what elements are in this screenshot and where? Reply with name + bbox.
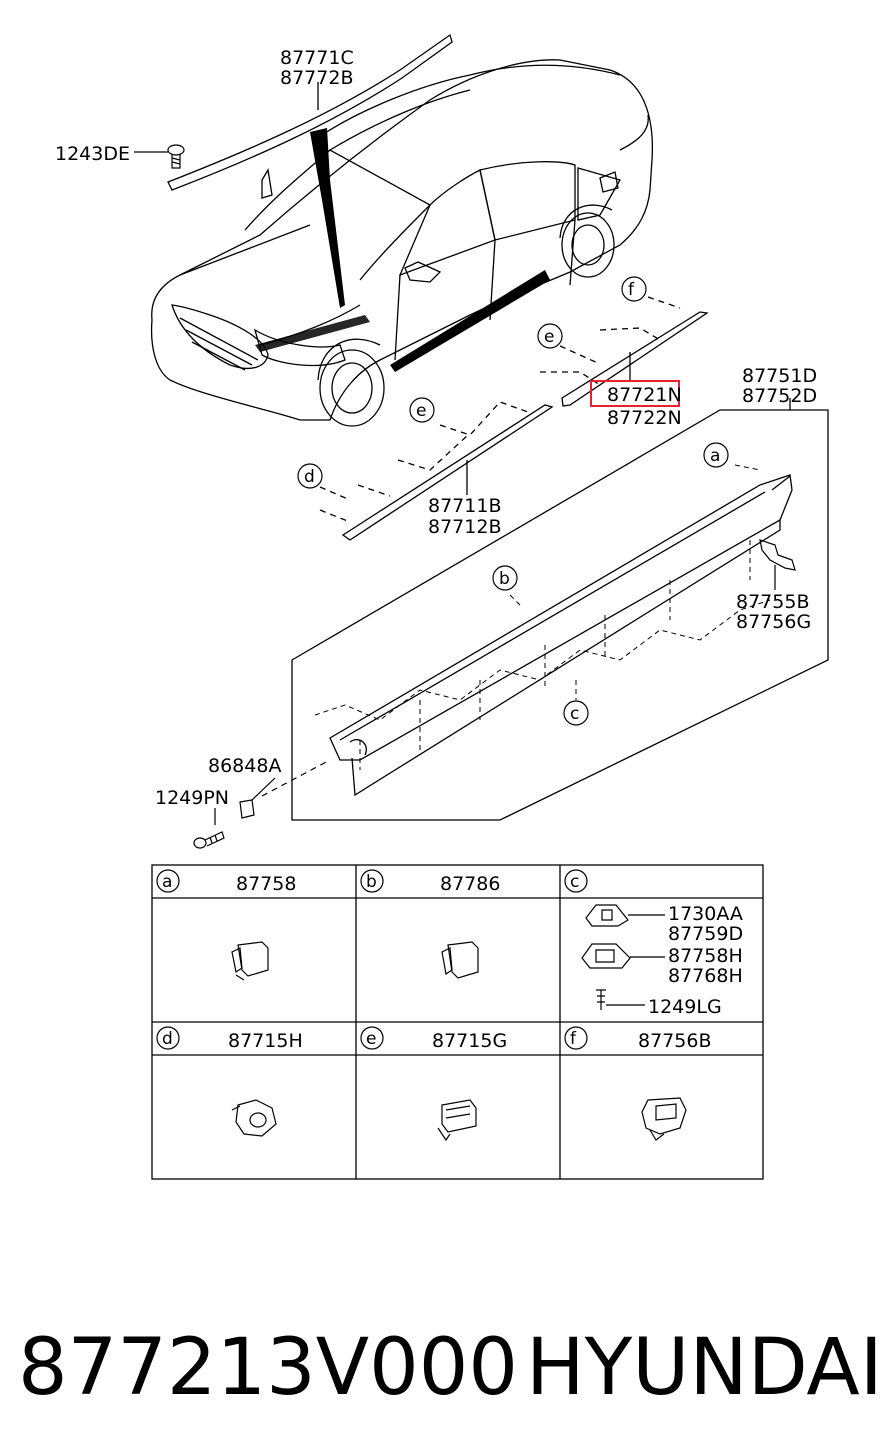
label-87711b: 87711B bbox=[428, 495, 501, 517]
clip-86848a bbox=[239, 759, 331, 819]
table-letter-b: b bbox=[366, 872, 377, 892]
callout-f-upper-letter: f bbox=[628, 280, 635, 300]
callout-e-lower bbox=[409, 397, 435, 423]
callout-d-letter: d bbox=[304, 467, 315, 487]
callout-e-upper-letter: e bbox=[544, 327, 554, 347]
side-sill-frame bbox=[291, 398, 829, 821]
label-87756g: 87756G bbox=[736, 611, 811, 633]
label-87751d: 87751D bbox=[742, 365, 817, 387]
footer-brand: HYUNDAI bbox=[526, 1323, 883, 1413]
table-part-87715h: 87715H bbox=[228, 1030, 303, 1052]
table-callout-c bbox=[564, 869, 588, 893]
table-letter-c: c bbox=[570, 872, 579, 892]
label-1243de: 1243DE bbox=[55, 143, 130, 165]
c-part-87759d: 87759D bbox=[668, 923, 743, 945]
label-87712b: 87712B bbox=[428, 516, 501, 538]
table-callout-e bbox=[360, 1026, 384, 1050]
callout-c-letter: c bbox=[570, 704, 579, 724]
c-part-87768h: 87768H bbox=[668, 965, 743, 987]
table-letter-d: d bbox=[162, 1029, 173, 1049]
c-part-1249lg: 1249LG bbox=[648, 996, 722, 1018]
callout-a-letter: a bbox=[710, 446, 720, 466]
roof-molding bbox=[167, 33, 453, 191]
table-part-87758: 87758 bbox=[236, 873, 296, 895]
label-87722n: 87722N bbox=[607, 407, 682, 429]
table-callout-f bbox=[564, 1026, 588, 1050]
table-part-87715g: 87715G bbox=[432, 1030, 507, 1052]
callout-e-upper bbox=[537, 323, 563, 349]
label-1249pn: 1249PN bbox=[155, 787, 229, 809]
callout-d bbox=[297, 463, 323, 489]
label-87755b: 87755B bbox=[736, 591, 809, 613]
table-callout-d bbox=[156, 1026, 180, 1050]
table-part-87756b: 87756B bbox=[638, 1030, 711, 1052]
highlighted-moldings bbox=[255, 128, 550, 372]
table-part-87786: 87786 bbox=[440, 873, 500, 895]
parts-table bbox=[151, 864, 764, 1180]
callout-f-upper bbox=[621, 276, 647, 302]
clip-f-drawing bbox=[641, 1097, 687, 1141]
table-letter-f: f bbox=[570, 1029, 577, 1049]
table-letter-a: a bbox=[162, 872, 172, 892]
table-callout-b bbox=[360, 869, 384, 893]
callout-e-lower-letter: e bbox=[416, 401, 426, 421]
screw-1243de bbox=[134, 144, 185, 169]
table-callout-a bbox=[156, 869, 180, 893]
clip-c-set-drawing bbox=[581, 904, 665, 1010]
footer-part-number: 877213V000 bbox=[18, 1323, 518, 1413]
bracket-87755b bbox=[759, 539, 796, 590]
label-87721n: 87721N bbox=[607, 384, 682, 406]
label-87771c: 87771C bbox=[280, 47, 354, 69]
door-molding bbox=[319, 401, 554, 541]
c-part-87758h: 87758H bbox=[668, 945, 743, 967]
clip-a-drawing bbox=[231, 941, 269, 981]
clip-e-drawing bbox=[437, 1099, 477, 1142]
screw-1249pn bbox=[193, 808, 225, 849]
clip-b-drawing bbox=[441, 941, 479, 979]
c-part-1730aa: 1730AA bbox=[668, 903, 743, 925]
highlight-box bbox=[590, 380, 680, 407]
label-86848a: 86848A bbox=[208, 755, 281, 777]
label-87752d: 87752D bbox=[742, 385, 817, 407]
side-sill-part bbox=[314, 464, 793, 797]
label-87772b: 87772B bbox=[280, 67, 353, 89]
clip-d-drawing bbox=[231, 1099, 277, 1137]
callout-b bbox=[492, 565, 518, 591]
table-letter-e: e bbox=[366, 1029, 376, 1049]
car-illustration bbox=[150, 59, 654, 427]
callout-c bbox=[563, 700, 589, 726]
callout-a bbox=[703, 442, 729, 468]
callout-b-letter: b bbox=[499, 569, 510, 589]
